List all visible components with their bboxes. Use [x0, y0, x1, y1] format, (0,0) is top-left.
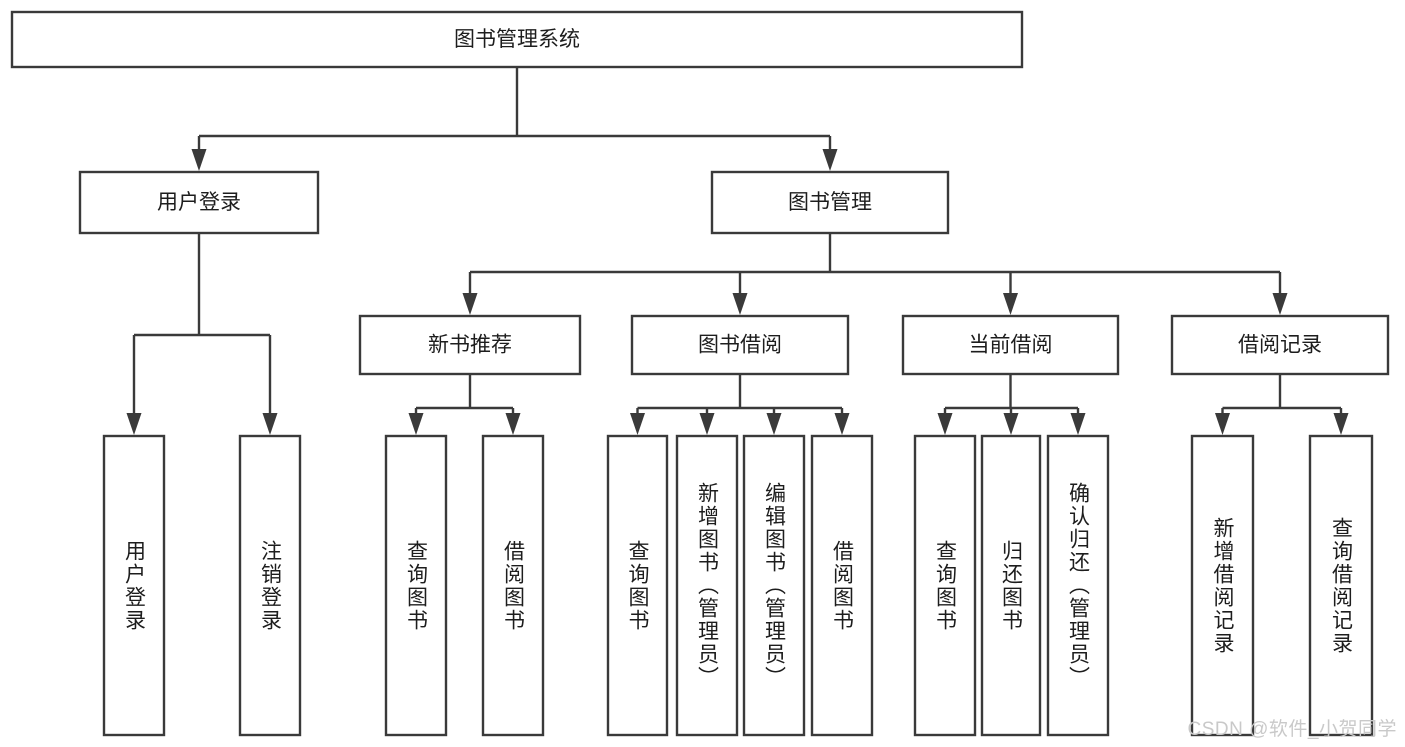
node-leaf13[interactable] [1308, 434, 1374, 737]
node-box-leaf7[interactable] [742, 434, 806, 737]
node-label-login: 用户登录 [157, 191, 241, 214]
node-leaf7[interactable] [742, 434, 806, 737]
node-leaf4[interactable] [481, 434, 545, 737]
node-leaf12[interactable] [1190, 434, 1255, 737]
node-box-leaf10[interactable] [980, 434, 1042, 737]
node-box-leaf5[interactable] [606, 434, 669, 737]
node-label-newbook: 新书推荐 [428, 334, 512, 357]
node-leaf8[interactable] [810, 434, 874, 737]
node-box-leaf8[interactable] [810, 434, 874, 737]
node-bookmgmt[interactable]: 图书管理 [710, 170, 950, 235]
node-label-current: 当前借阅 [969, 334, 1053, 357]
arrow-head-login [191, 149, 207, 171]
arrow-head-leaf9 [937, 413, 953, 435]
node-label-records: 借阅记录 [1238, 334, 1322, 357]
node-leaf5[interactable] [606, 434, 669, 737]
node-root[interactable]: 图书管理系统 [10, 10, 1024, 69]
node-leaf9[interactable] [913, 434, 977, 737]
node-label-root: 图书管理系统 [454, 28, 580, 51]
node-login[interactable]: 用户登录 [78, 170, 320, 235]
node-box-leaf12[interactable] [1190, 434, 1255, 737]
node-records[interactable]: 借阅记录 [1170, 314, 1390, 376]
node-box-leaf9[interactable] [913, 434, 977, 737]
node-box-leaf13[interactable] [1308, 434, 1374, 737]
node-box-current[interactable] [901, 314, 1120, 376]
node-box-leaf6[interactable] [675, 434, 739, 737]
node-label-bookmgmt: 图书管理 [788, 191, 872, 214]
arrow-head-leaf12 [1215, 413, 1230, 435]
node-newbook[interactable]: 新书推荐 [358, 314, 582, 376]
arrow-head-leaf3 [408, 413, 424, 435]
node-box-leaf3[interactable] [384, 434, 448, 737]
node-current[interactable]: 当前借阅 [901, 314, 1120, 376]
arrow-head-leaf10 [1003, 413, 1019, 435]
node-borrow[interactable]: 图书借阅 [630, 314, 850, 376]
arrow-head-records [1272, 293, 1288, 315]
node-leaf11[interactable] [1046, 434, 1110, 737]
node-box-bookmgmt[interactable] [710, 170, 950, 235]
node-leaf6[interactable] [675, 434, 739, 737]
node-box-newbook[interactable] [358, 314, 582, 376]
arrow-head-leaf5 [630, 413, 645, 435]
node-box-borrow[interactable] [630, 314, 850, 376]
node-box-leaf4[interactable] [481, 434, 545, 737]
arrow-head-leaf8 [834, 413, 850, 435]
node-leaf10[interactable] [980, 434, 1042, 737]
arrow-head-leaf2 [262, 413, 278, 435]
node-box-root[interactable] [10, 10, 1024, 69]
arrow-head-leaf1 [126, 413, 142, 435]
node-box-login[interactable] [78, 170, 320, 235]
arrow-head-borrow [732, 293, 748, 315]
arrow-head-leaf7 [766, 413, 782, 435]
arrow-head-leaf13 [1333, 413, 1349, 435]
node-label-borrow: 图书借阅 [698, 334, 782, 357]
arrow-head-current [1003, 293, 1018, 315]
arrow-head-leaf6 [699, 413, 715, 435]
node-box-leaf11[interactable] [1046, 434, 1110, 737]
arrow-head-leaf4 [505, 413, 521, 435]
node-leaf1[interactable] [102, 434, 166, 737]
watermark-label: CSDN @软件_小贺同学 [1187, 719, 1397, 740]
node-box-leaf2[interactable] [238, 434, 302, 737]
node-leaf3[interactable] [384, 434, 448, 737]
node-box-leaf1[interactable] [102, 434, 166, 737]
node-leaf2[interactable] [238, 434, 302, 737]
node-box-records[interactable] [1170, 314, 1390, 376]
arrow-head-bookmgmt [822, 149, 838, 171]
arrow-head-newbook [462, 293, 478, 315]
arrow-head-leaf11 [1070, 413, 1086, 435]
